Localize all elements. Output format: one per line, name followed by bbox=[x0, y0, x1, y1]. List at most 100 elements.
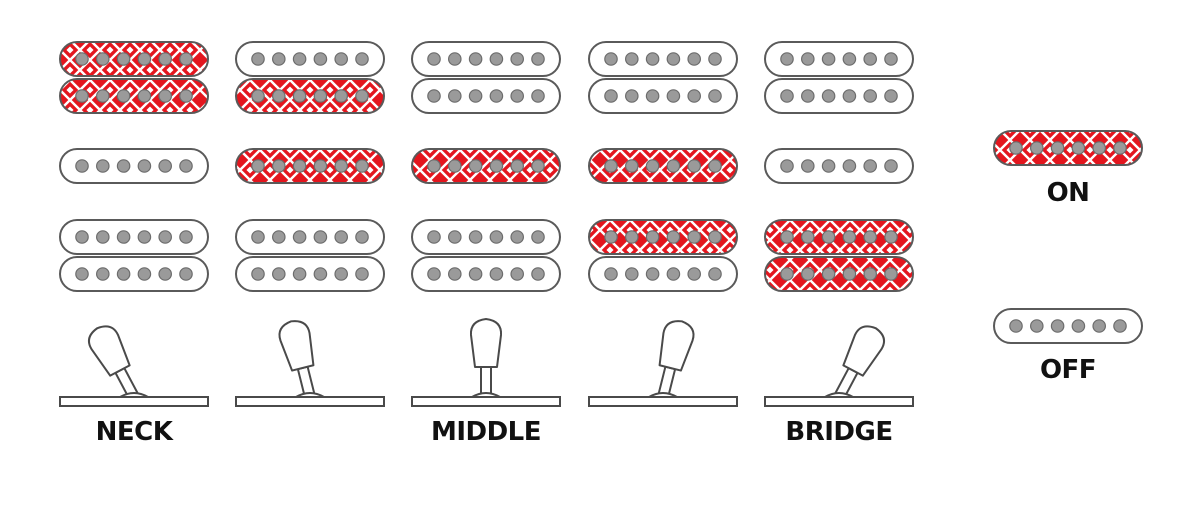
selector-switch: MIDDLE bbox=[411, 318, 561, 447]
pole-piece bbox=[292, 267, 307, 281]
switch-plate bbox=[588, 396, 738, 407]
switch-plate bbox=[411, 396, 561, 407]
coil-on bbox=[764, 219, 914, 255]
pole-piece bbox=[137, 52, 152, 66]
switch-tip bbox=[842, 325, 886, 377]
pole-piece bbox=[355, 89, 369, 103]
pole-piece bbox=[821, 159, 836, 173]
pole-piece bbox=[447, 159, 462, 173]
pole-piece bbox=[292, 159, 307, 173]
pole-piece bbox=[687, 159, 701, 173]
pole-piece bbox=[251, 267, 265, 281]
pole-piece bbox=[179, 230, 193, 244]
switch-tip bbox=[87, 325, 131, 377]
pole-piece bbox=[531, 267, 545, 281]
pole-piece bbox=[313, 159, 328, 173]
pole-piece bbox=[158, 52, 172, 66]
pole-piece bbox=[1009, 141, 1023, 155]
middle-single-coil bbox=[588, 148, 738, 184]
pole-piece bbox=[842, 159, 857, 173]
coil-on bbox=[588, 219, 738, 255]
pole-piece bbox=[780, 159, 794, 173]
switch-plate bbox=[764, 396, 914, 407]
pole-piece bbox=[821, 89, 836, 103]
pole-piece bbox=[645, 52, 660, 66]
coil-off bbox=[588, 256, 738, 292]
pole-piece bbox=[292, 230, 307, 244]
pole-piece bbox=[158, 89, 172, 103]
pole-piece bbox=[116, 230, 131, 244]
pole-piece bbox=[800, 267, 815, 281]
pole-piece bbox=[624, 230, 639, 244]
legend-off-coil bbox=[993, 308, 1143, 344]
legend-off-label: OFF bbox=[1040, 355, 1096, 385]
pole-piece bbox=[884, 267, 898, 281]
coil-on bbox=[588, 148, 738, 184]
selector-switch: NECK bbox=[59, 325, 209, 447]
pole-piece bbox=[510, 230, 524, 244]
pole-piece bbox=[96, 159, 110, 173]
pole-piece bbox=[137, 230, 152, 244]
coil-off bbox=[235, 41, 385, 77]
pole-piece bbox=[624, 52, 639, 66]
pole-piece bbox=[251, 52, 265, 66]
bridge-coil-bottom bbox=[411, 256, 561, 292]
switch-position-4 bbox=[588, 41, 738, 407]
pole-piece bbox=[842, 230, 857, 244]
pole-piece bbox=[96, 230, 110, 244]
neck-coil-bottom bbox=[235, 78, 385, 114]
pole-piece bbox=[604, 52, 618, 66]
pole-piece bbox=[624, 159, 639, 173]
neck-coil-bottom bbox=[588, 78, 738, 114]
pole-piece bbox=[863, 159, 877, 173]
pole-piece bbox=[355, 230, 369, 244]
coil-off bbox=[411, 219, 561, 255]
pole-piece bbox=[531, 230, 545, 244]
coil-on bbox=[993, 130, 1143, 166]
pole-piece bbox=[427, 230, 441, 244]
pole-piece bbox=[313, 230, 328, 244]
bridge-coil-top bbox=[411, 219, 561, 255]
pole-piece bbox=[96, 52, 110, 66]
pole-piece bbox=[863, 52, 877, 66]
switch-tip bbox=[658, 320, 695, 372]
pole-piece bbox=[780, 267, 794, 281]
legend-on-label: ON bbox=[1047, 178, 1090, 208]
pole-piece bbox=[489, 89, 504, 103]
pole-piece bbox=[708, 230, 722, 244]
coil-off bbox=[764, 41, 914, 77]
switch-plate bbox=[235, 396, 385, 407]
pole-piece bbox=[1092, 319, 1106, 333]
pole-piece bbox=[708, 267, 722, 281]
pole-piece bbox=[158, 230, 172, 244]
pole-piece bbox=[489, 159, 504, 173]
pole-piece bbox=[708, 159, 722, 173]
switch-position-3: MIDDLE bbox=[411, 41, 561, 447]
pole-piece bbox=[687, 230, 701, 244]
pole-piece bbox=[645, 159, 660, 173]
pole-piece bbox=[687, 52, 701, 66]
pole-piece bbox=[271, 230, 286, 244]
neck-coil-top bbox=[235, 41, 385, 77]
pole-piece bbox=[863, 230, 877, 244]
legend-on: ON bbox=[993, 130, 1143, 208]
pole-piece bbox=[334, 230, 348, 244]
pole-piece bbox=[292, 89, 307, 103]
pole-piece bbox=[75, 52, 89, 66]
pole-piece bbox=[468, 159, 483, 173]
coil-off bbox=[588, 78, 738, 114]
pole-piece bbox=[137, 159, 152, 173]
pole-piece bbox=[821, 230, 836, 244]
bridge-coil-top bbox=[764, 219, 914, 255]
pole-piece bbox=[116, 267, 131, 281]
pole-piece bbox=[863, 89, 877, 103]
pole-piece bbox=[355, 267, 369, 281]
pole-piece bbox=[510, 89, 524, 103]
bridge-coil-top bbox=[588, 219, 738, 255]
pole-piece bbox=[355, 52, 369, 66]
switch-plate bbox=[59, 396, 209, 407]
coil-on bbox=[235, 78, 385, 114]
coil-off bbox=[59, 256, 209, 292]
pole-piece bbox=[800, 52, 815, 66]
